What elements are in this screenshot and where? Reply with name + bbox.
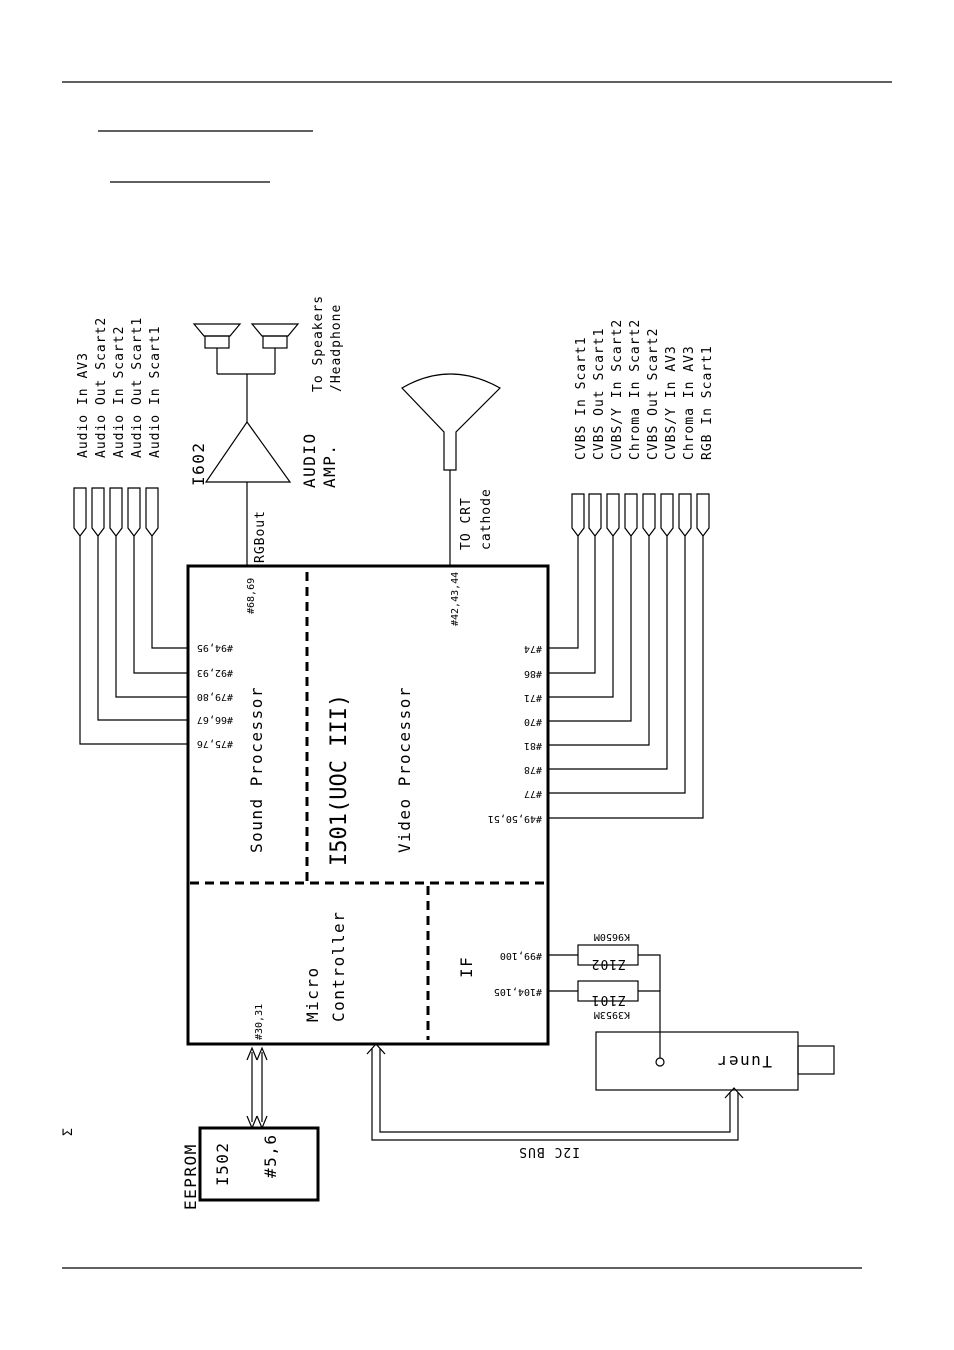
crt-line2: cathode [479, 488, 494, 550]
i2c-bus-label: I2C BUS [518, 1144, 580, 1159]
audio-pin-5: #75,76 [197, 738, 233, 749]
tuner-connector [797, 1045, 835, 1075]
eeprom-bus [246, 1046, 268, 1130]
audio-out-scart1: Audio Out Scart1 [130, 317, 145, 458]
amp-id: I602 [189, 441, 208, 486]
crt-icon [401, 373, 501, 566]
amp-triangle [204, 420, 292, 483]
tuner-label: Tuner [716, 1052, 772, 1071]
if-label: IF [457, 956, 476, 978]
filter-pin-99: #99,100 [500, 950, 542, 961]
corner-mark: Σ [61, 1127, 76, 1136]
audio-out-scart2: Audio Out Scart2 [94, 317, 109, 458]
crt-pin: #42,43,44 [450, 572, 461, 626]
cvbs-out-scart1: CVBS Out Scart1 [592, 328, 607, 460]
controller-label: Controller [329, 911, 348, 1022]
amp-label1: AUDIO [300, 432, 319, 488]
video-pin-3: #71 [524, 692, 542, 703]
video-wires [548, 536, 704, 819]
filter-z102: Z102 [591, 956, 626, 971]
audio-in-av3: Audio In AV3 [76, 352, 91, 458]
cvbs-y-in-scart2: CVBS/Y In Scart2 [610, 319, 625, 460]
filter-pin-104: #104,105 [494, 986, 542, 997]
eeprom-id: I502 [213, 1141, 232, 1186]
chip-label: I501(UOC III) [327, 694, 352, 866]
cvbs-out-scart2: CVBS Out Scart2 [646, 328, 661, 460]
cvbs-y-in-av3: CVBS/Y In AV3 [664, 345, 679, 460]
video-pin-5: #81 [524, 740, 542, 751]
cvbs-in-scart1: CVBS In Scart1 [574, 336, 589, 460]
rgb-in-scart1: RGB In Scart1 [700, 345, 715, 460]
video-processor-label: Video Processor [395, 686, 414, 853]
audio-pin-3: #79,80 [197, 691, 233, 702]
audio-pin-4: #66,67 [197, 714, 233, 725]
crt-line1: TO CRT [459, 497, 474, 550]
micro-label: Micro [303, 966, 322, 1022]
video-connectors [571, 493, 710, 537]
eeprom-pin: #5,6 [261, 1133, 280, 1178]
speakers-line1: To Speakers [311, 295, 326, 392]
chroma-in-scart2: Chroma In Scart2 [628, 319, 643, 460]
video-pin-1: #74 [524, 643, 542, 654]
eeprom-box [198, 1126, 320, 1202]
eeprom-label: EEPROM [181, 1143, 200, 1210]
filter-z101: Z101 [591, 992, 626, 1007]
filter-part-k3953m: K3953M [594, 1009, 630, 1020]
amp-signal: RGBout [253, 510, 268, 563]
amp-label2: AMP. [320, 443, 339, 488]
filter-part-k9650m: K9650M [594, 931, 630, 942]
audio-connectors [73, 487, 159, 537]
audio-in-scart2: Audio In Scart2 [112, 326, 127, 458]
micro-pin: #30,31 [254, 1004, 265, 1040]
audio-pin-2: #92,93 [197, 667, 233, 678]
speakers-line2: /Headphone [329, 304, 344, 392]
video-pin-4: #70 [524, 716, 542, 727]
speaker-icon [192, 323, 300, 422]
video-pin-2: #86 [524, 668, 542, 679]
sound-processor-label: Sound Processor [247, 686, 266, 853]
video-pin-6: #78 [524, 764, 542, 775]
filter-wires [548, 944, 665, 1067]
audio-pin-1: #94,95 [197, 642, 233, 653]
i2c-bus [366, 1043, 744, 1141]
amp-pin: #68,69 [246, 578, 257, 614]
audio-wires [79, 536, 188, 745]
audio-in-scart1: Audio In Scart1 [148, 326, 163, 458]
video-pin-8: #49,50,51 [488, 813, 542, 824]
chip-outline [186, 564, 550, 1046]
video-pin-7: #77 [524, 788, 542, 799]
chroma-in-av3: Chroma In AV3 [682, 345, 697, 460]
